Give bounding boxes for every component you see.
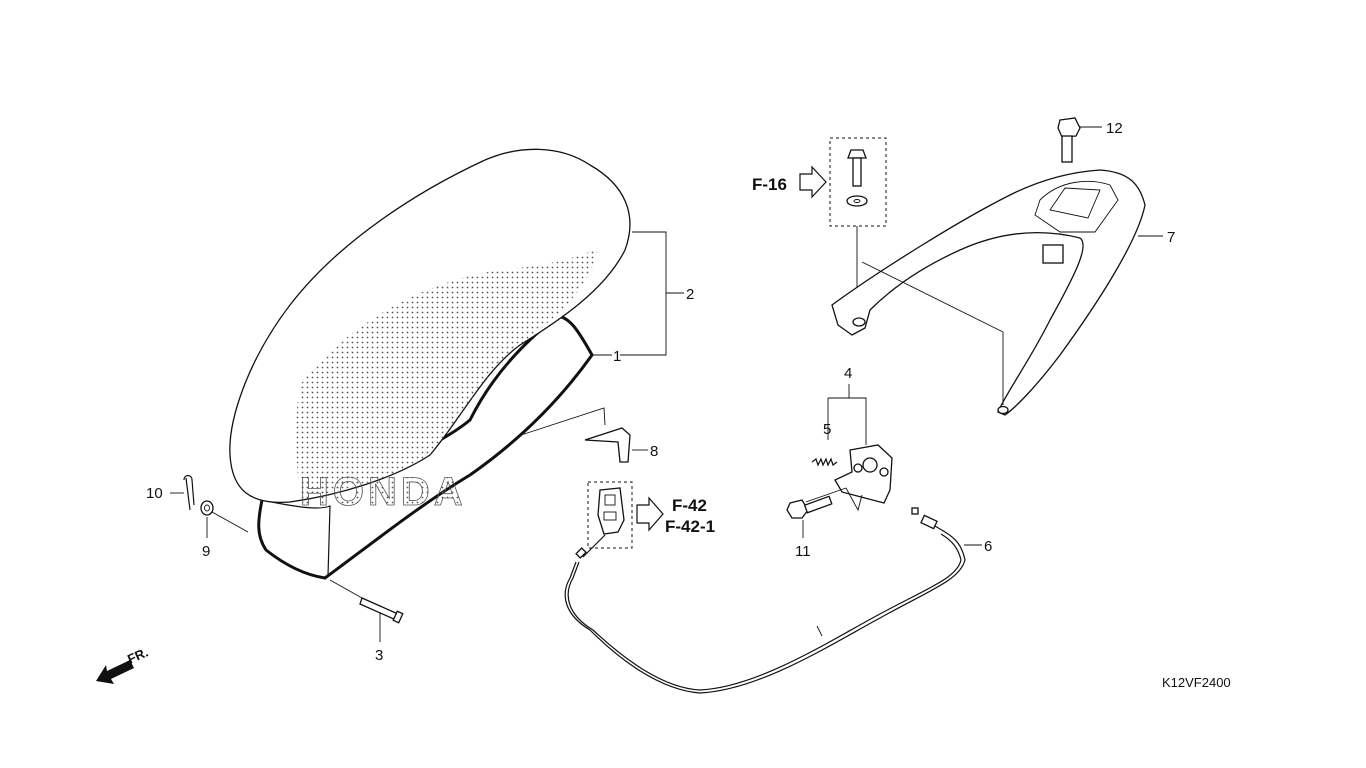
- part-8-hook: [517, 407, 648, 463]
- front-indicator: FR.: [96, 645, 150, 684]
- part-number-10: 10: [146, 485, 163, 502]
- reference-f-42: F-42: [672, 496, 707, 515]
- leader-1-2: [592, 231, 684, 356]
- part-number-11: 11: [795, 543, 811, 560]
- part-7-carrier: [831, 169, 1163, 416]
- part-number-4: 4: [844, 365, 852, 382]
- part-12-bolt: [1057, 117, 1102, 163]
- part-11-bolt: [786, 487, 863, 538]
- seat-graphic: [296, 248, 598, 498]
- part-4-lock: [827, 384, 893, 504]
- part-9-washer: [200, 500, 249, 538]
- part-number-8: 8: [650, 443, 658, 460]
- front-label: FR.: [125, 645, 150, 667]
- part-number-9: 9: [202, 543, 210, 560]
- part-3-pin: [329, 579, 404, 642]
- arrow-left-icon: [799, 165, 827, 199]
- part-number-1: 1: [613, 348, 621, 365]
- part-number-2: 2: [686, 286, 694, 303]
- reference-f-16: F-16: [752, 175, 787, 194]
- seat-assembly: HONDA: [229, 148, 631, 580]
- part-6-cable: [564, 507, 982, 694]
- part-number-5: 5: [823, 421, 831, 438]
- part-number-6: 6: [984, 538, 992, 555]
- part-number-3: 3: [375, 647, 383, 664]
- front-arrow-icon: [96, 660, 134, 684]
- part-5-spring: [811, 457, 838, 467]
- reference-f-42-1: F-42-1: [665, 517, 715, 536]
- part-number-12: 12: [1106, 120, 1123, 137]
- diagram-code: K12VF2400: [1162, 675, 1231, 690]
- honda-logo: HONDA: [300, 470, 467, 514]
- f-42-switch-box: [587, 481, 664, 549]
- part-10-pin: [170, 474, 195, 511]
- arrow-right-icon: [636, 496, 664, 532]
- part-number-7: 7: [1167, 229, 1175, 246]
